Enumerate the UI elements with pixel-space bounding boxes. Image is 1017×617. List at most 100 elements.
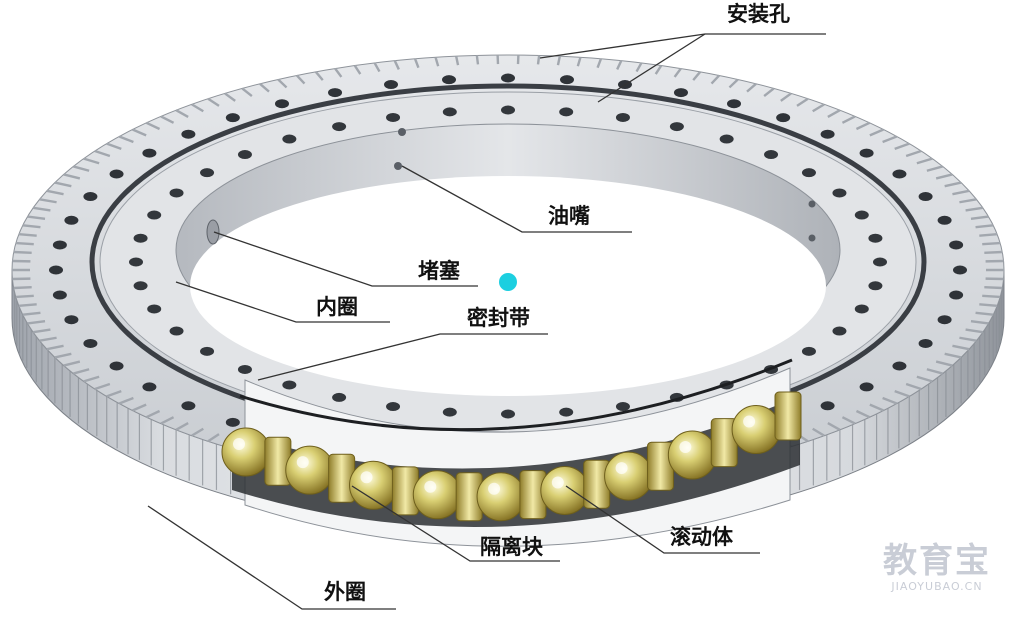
outer-mounting-hole — [384, 80, 398, 89]
outer-mounting-hole — [110, 170, 124, 179]
outer-mounting-hole — [953, 266, 967, 275]
rolling-element-highlight — [424, 481, 436, 493]
inner-mounting-hole — [832, 327, 846, 336]
inner-mounting-hole — [129, 258, 143, 267]
gear-tooth-tip — [16, 243, 34, 244]
rolling-element — [350, 461, 398, 509]
gear-tooth-tip — [477, 55, 478, 64]
leader-mounting-holes — [540, 34, 826, 58]
inner-mounting-hole — [170, 327, 184, 336]
outer-mounting-hole — [938, 315, 952, 324]
gear-tooth-tip — [982, 296, 1000, 297]
rolling-element — [286, 446, 334, 494]
plug — [207, 220, 219, 244]
outer-mounting-hole — [821, 401, 835, 410]
outer-mounting-hole — [892, 170, 906, 179]
outer-mounting-hole — [181, 130, 195, 139]
inner-mounting-hole — [200, 168, 214, 177]
watermark-logo: 教育宝 JIAOYUBAO.CN — [883, 533, 991, 593]
gear-tooth-tip — [979, 234, 997, 236]
rolling-element-highlight — [679, 441, 691, 453]
inner-mounting-hole — [386, 402, 400, 411]
outer-mounting-hole — [919, 192, 933, 201]
grease-nipple — [398, 128, 406, 136]
label-inner-ring: 内圈 — [316, 295, 358, 319]
inner-mounting-hole — [764, 150, 778, 159]
marker-dot — [499, 273, 517, 291]
inner-mounting-hole — [332, 393, 346, 402]
outer-mounting-hole — [64, 315, 78, 324]
gear-tooth-tip — [14, 287, 32, 288]
inner-mounting-hole — [282, 135, 296, 144]
inner-mounting-hole — [501, 106, 515, 115]
outer-mounting-hole — [938, 216, 952, 225]
label-rolling-element: 滚动体 — [670, 525, 733, 549]
gear-tooth-tip — [19, 234, 37, 236]
outer-mounting-hole — [919, 339, 933, 348]
outer-mounting-hole — [83, 339, 97, 348]
inner-mounting-hole — [873, 258, 887, 267]
inner-mounting-hole — [238, 365, 252, 374]
rolling-element — [605, 452, 653, 500]
outer-mounting-hole — [821, 130, 835, 139]
outer-mounting-hole — [53, 240, 67, 249]
inner-mounting-hole — [147, 211, 161, 220]
outer-mounting-hole — [49, 266, 63, 275]
rolling-element — [222, 428, 270, 476]
inner-mounting-hole — [559, 107, 573, 116]
rolling-element-highlight — [616, 462, 628, 474]
gear-tooth-tip — [984, 252, 1002, 253]
rolling-element — [413, 471, 461, 519]
inner-mounting-hole — [802, 347, 816, 356]
rolling-element — [541, 466, 589, 514]
outer-mounting-hole — [53, 291, 67, 300]
outer-mounting-hole — [110, 362, 124, 371]
rolling-element-highlight — [297, 456, 309, 468]
gear-tooth-tip — [982, 243, 1000, 244]
inner-mounting-hole — [147, 304, 161, 313]
gear-tooth-tip — [538, 55, 539, 64]
inner-mounting-hole — [616, 113, 630, 122]
inner-mounting-hole — [134, 234, 148, 243]
inner-mounting-hole — [443, 408, 457, 417]
rolling-element-highlight — [233, 438, 245, 450]
inner-mounting-hole — [616, 402, 630, 411]
watermark-main: 教育宝 — [883, 533, 991, 582]
inner-mounting-hole — [282, 380, 296, 389]
inner-mounting-hole — [855, 304, 869, 313]
grease-nipple — [809, 235, 816, 242]
watermark-sub: JIAOYUBAO.CN — [883, 580, 991, 593]
inner-mounting-hole — [134, 281, 148, 290]
label-outer-ring: 外圈 — [324, 580, 366, 604]
outer-mounting-hole — [949, 240, 963, 249]
inner-mounting-hole — [386, 113, 400, 122]
rolling-element-highlight — [488, 483, 500, 495]
outer-mounting-hole — [181, 401, 195, 410]
label-grease-nipple: 油嘴 — [548, 204, 590, 228]
grease-nipple — [809, 201, 816, 208]
outer-mounting-hole — [226, 113, 240, 122]
outer-mounting-hole — [64, 216, 78, 225]
inner-mounting-hole — [802, 168, 816, 177]
inner-mounting-hole — [170, 188, 184, 197]
rolling-element — [477, 473, 525, 521]
rolling-element-highlight — [552, 476, 564, 488]
inner-mounting-hole — [868, 281, 882, 290]
rolling-element-highlight — [361, 471, 373, 483]
inner-mounting-hole — [868, 234, 882, 243]
outer-mounting-hole — [142, 382, 156, 391]
outer-mounting-hole — [727, 99, 741, 108]
outer-mounting-hole — [674, 88, 688, 97]
spacer-block — [775, 392, 801, 440]
outer-mounting-hole — [892, 362, 906, 371]
outer-mounting-hole — [560, 75, 574, 84]
gear-tooth-tip — [14, 252, 32, 253]
inner-mounting-hole — [238, 150, 252, 159]
gear-tooth-tip — [16, 296, 34, 297]
gear-tooth-tip — [984, 287, 1002, 288]
rolling-element-highlight — [743, 416, 755, 428]
inner-mounting-hole — [332, 122, 346, 131]
label-mounting-holes: 安装孔 — [727, 2, 790, 26]
label-spacer: 隔离块 — [480, 535, 543, 559]
